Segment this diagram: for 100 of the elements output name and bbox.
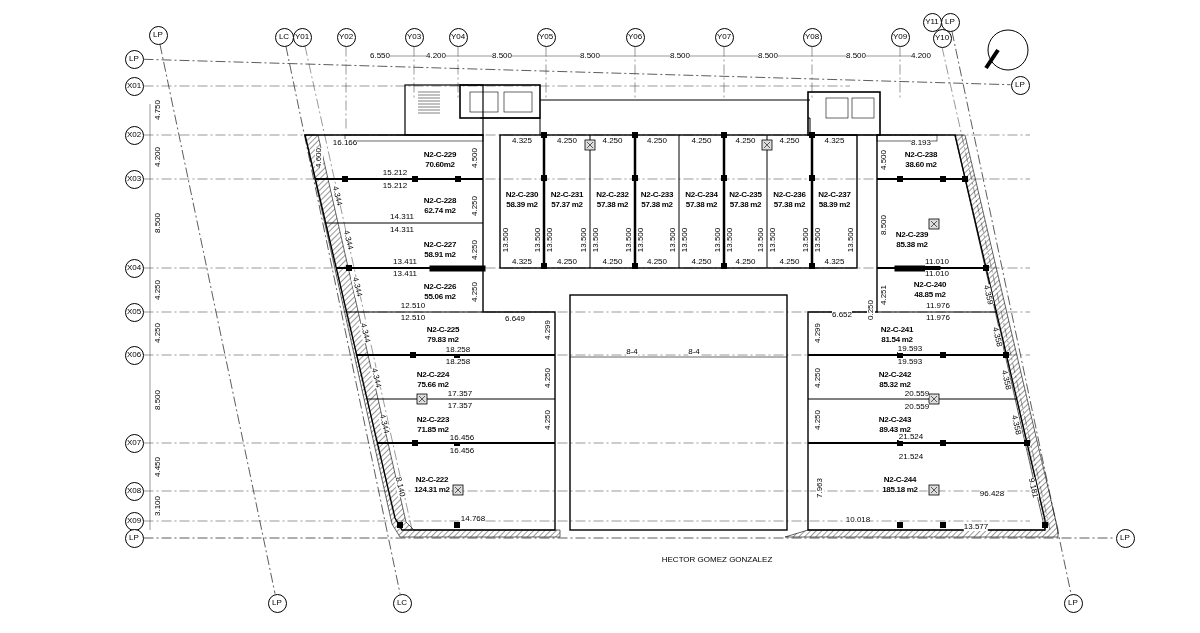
dimension-text: 4.250 (154, 280, 162, 300)
dimension-text: 4.250 (647, 137, 667, 145)
dimension-text: 12.510 (400, 302, 426, 310)
dimension-text: 16.456 (449, 447, 475, 455)
dimension-text: 20.559 (904, 403, 930, 411)
dimension-text: 18.258 (445, 346, 471, 354)
dimension-text: 4.325 (512, 137, 532, 145)
dimension-text: 17.357 (447, 402, 473, 410)
dimension-text: 14.311 (390, 213, 414, 221)
grid-bubble: LP (124, 528, 144, 548)
dimension-text: 18.258 (445, 358, 471, 366)
room-number: N2-C-243 (877, 414, 913, 425)
grid-bubble: Y03 (404, 27, 424, 47)
dimension-text: 4.250 (691, 258, 712, 266)
dimension-text: 13.500 (625, 227, 633, 253)
grid-bubble: X05 (124, 302, 144, 322)
dimension-text: 4.250 (647, 258, 667, 266)
room-number: N2-C-231 (549, 189, 585, 200)
dimension-text: 4.500 (471, 148, 479, 168)
author-name: HECTOR GOMEZ GONZALEZ (661, 556, 773, 564)
dimension-text: 4.250 (814, 410, 822, 430)
dimension-text: 15.212 (382, 169, 408, 177)
room-number: N2-C-225 (425, 324, 461, 335)
dimension-text: 4.250 (779, 258, 800, 266)
dimension-text: 4.325 (512, 258, 532, 266)
dimension-text: 8-4 (688, 348, 700, 356)
dimension-text: 13.500 (814, 227, 822, 253)
grid-bubble: X02 (124, 125, 144, 145)
dimension-text: 13.500 (502, 227, 510, 253)
grid-bubble: Y05 (536, 27, 556, 47)
dimension-text: 11.010 (925, 270, 949, 278)
room-number: N2-C-228 (422, 195, 458, 206)
dimension-text: 6.649 (505, 315, 525, 323)
dimension-text: 6.550 (370, 52, 390, 60)
dimension-text: 4.250 (735, 258, 756, 266)
room-number: N2-C-226 (422, 281, 458, 292)
dimension-text: 13.500 (592, 227, 600, 253)
dimension-text: 4.250 (154, 323, 162, 343)
grid-bubble: Y06 (625, 27, 645, 47)
grid-bubble: Y09 (890, 27, 910, 47)
dimension-text: 4.325 (824, 258, 845, 266)
dimension-text: 4.325 (824, 137, 845, 145)
dimension-text: 21.524 (898, 433, 924, 441)
grid-bubble: Y01 (292, 27, 312, 47)
dimension-text: 4.250 (471, 282, 479, 302)
dimension-text: 8-4 (626, 348, 638, 356)
grid-bubble: Y07 (714, 27, 734, 47)
dimension-text: 13.500 (769, 227, 777, 253)
dimension-text: 4.250 (557, 137, 577, 145)
dimension-text: 4.450 (154, 457, 162, 477)
dimension-text: 4.200 (426, 52, 446, 60)
dimension-text: 4.600 (315, 148, 323, 168)
dimension-text: 13.411 (393, 258, 417, 266)
dimension-text: 4.250 (814, 368, 822, 388)
dimension-text: 3.100 (154, 496, 162, 516)
grid-bubble: LP (148, 25, 168, 45)
dimension-text: 8.500 (580, 52, 600, 60)
grid-bubble: Y02 (336, 27, 356, 47)
dimension-text: 4.250 (544, 368, 552, 388)
grid-bubble: X01 (124, 76, 144, 96)
dimension-text: 19.593 (897, 358, 923, 366)
dimension-text: 15.212 (382, 182, 408, 190)
grid-bubble: LP (1010, 75, 1030, 95)
dimension-text: 13.577 (963, 523, 989, 531)
dimension-text: 13.500 (580, 227, 588, 253)
room-number: N2-C-237 (817, 189, 852, 200)
room-number: N2-C-233 (639, 189, 675, 200)
room-number: N2-C-240 (912, 279, 948, 290)
room-number: N2-C-239 (894, 229, 930, 240)
grid-bubble: X04 (124, 258, 144, 278)
dimension-text: 13.500 (637, 227, 645, 253)
dimension-text: 7.963 (816, 478, 824, 498)
dimension-text: 11.010 (925, 258, 949, 266)
dimension-text: 13.500 (669, 227, 677, 253)
dimension-text: 4.750 (154, 100, 162, 120)
dimension-text: 11.976 (926, 314, 950, 322)
grid-bubble: X09 (124, 511, 144, 531)
grid-bubble: Y04 (448, 27, 468, 47)
dimension-text: 4.251 (880, 285, 888, 305)
room-number: N2-C-242 (877, 369, 913, 380)
dimension-text: 4.299 (544, 320, 552, 340)
grid-bubble: X03 (124, 169, 144, 189)
grid-line (159, 43, 276, 595)
dimension-text: 12.510 (400, 314, 426, 322)
dimension-text: 8.500 (492, 52, 512, 60)
grid-bubble: LC (274, 27, 294, 47)
room-number: N2-C-241 (879, 324, 915, 335)
room-number: N2-C-238 (903, 149, 939, 160)
dimension-text: 4.250 (471, 196, 479, 216)
grid-bubble: LP (940, 12, 960, 32)
dimension-text: 4.200 (911, 52, 931, 60)
dimension-text: 17.357 (447, 390, 473, 398)
dimension-text: 16.456 (449, 434, 475, 442)
grid-line (285, 45, 401, 595)
grid-bubble: LP (1115, 528, 1135, 548)
room-number: N2-C-230 (504, 189, 540, 200)
dimension-text: 4.250 (779, 137, 800, 145)
dimension-text: 6.652 (832, 311, 852, 319)
grid-bubble: Y11 (922, 12, 942, 32)
dimension-text: 19.593 (897, 345, 923, 353)
